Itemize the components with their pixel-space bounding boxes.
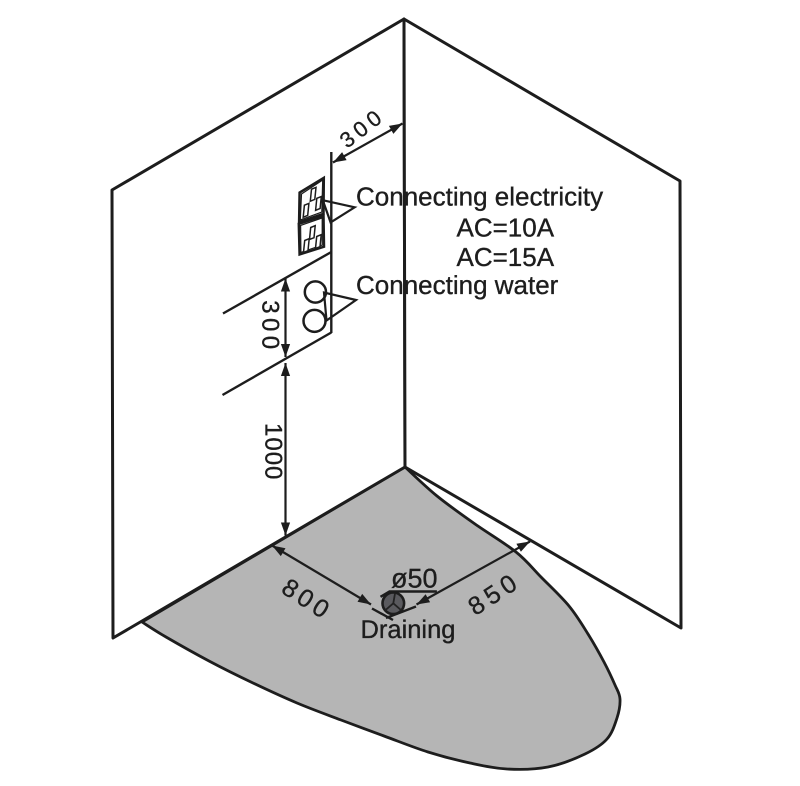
svg-text:ø50: ø50 <box>391 564 438 594</box>
svg-text:AC=15A: AC=15A <box>457 242 555 272</box>
svg-text:Draining: Draining <box>361 616 456 644</box>
svg-text:Connecting electricity: Connecting electricity <box>356 182 603 212</box>
svg-text:Connecting water: Connecting water <box>356 270 559 300</box>
svg-text:AC=10A: AC=10A <box>457 212 555 242</box>
svg-text:300: 300 <box>257 300 284 353</box>
svg-text:1000: 1000 <box>259 423 286 480</box>
